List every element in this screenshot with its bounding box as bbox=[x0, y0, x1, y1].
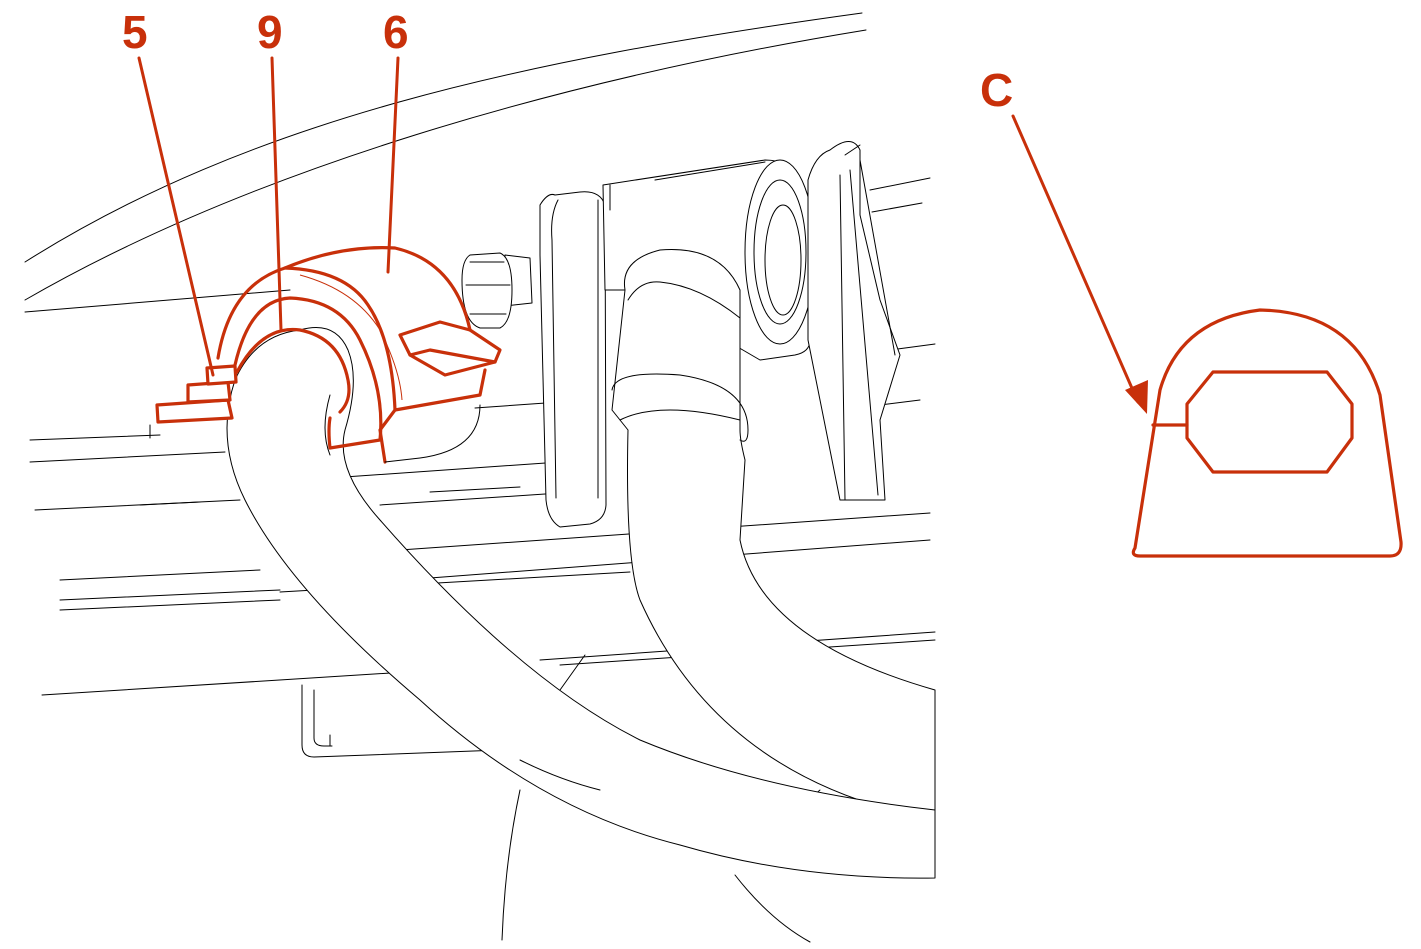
stabilizer-link-tube bbox=[611, 249, 936, 871]
clamp-tab-edge bbox=[408, 348, 497, 364]
callout-5: 5 bbox=[122, 6, 148, 58]
detail-c-slot bbox=[1185, 370, 1354, 474]
leader-lines bbox=[137, 56, 1148, 414]
leader-9 bbox=[270, 56, 283, 332]
leader-5 bbox=[137, 56, 215, 377]
rubber-bushing bbox=[233, 296, 383, 450]
clamp-inner-line bbox=[299, 274, 403, 401]
callout-c: C bbox=[980, 64, 1013, 116]
callout-6: 6 bbox=[383, 6, 409, 58]
mounting-bracket bbox=[461, 141, 901, 528]
bushing-inner bbox=[235, 327, 351, 414]
leader-c-arrowhead bbox=[1125, 380, 1148, 414]
clamp-body bbox=[283, 266, 487, 412]
bushing-outer bbox=[233, 296, 383, 450]
clamp-tab bbox=[398, 320, 502, 377]
stabilizer-bar bbox=[226, 327, 936, 879]
mounting-bolt bbox=[155, 364, 238, 424]
detail-c-outline bbox=[1131, 308, 1403, 558]
detail-c-bushing-profile bbox=[1131, 308, 1403, 558]
lower-bracket bbox=[301, 654, 811, 943]
bolt-shank bbox=[205, 364, 238, 386]
leader-6 bbox=[386, 56, 400, 274]
bolt-base bbox=[155, 398, 234, 424]
clamp-outer-arch bbox=[216, 246, 472, 360]
callout-labels: 5 9 6 C bbox=[122, 6, 1013, 116]
leader-c bbox=[1011, 114, 1140, 404]
callout-9: 9 bbox=[257, 6, 283, 58]
